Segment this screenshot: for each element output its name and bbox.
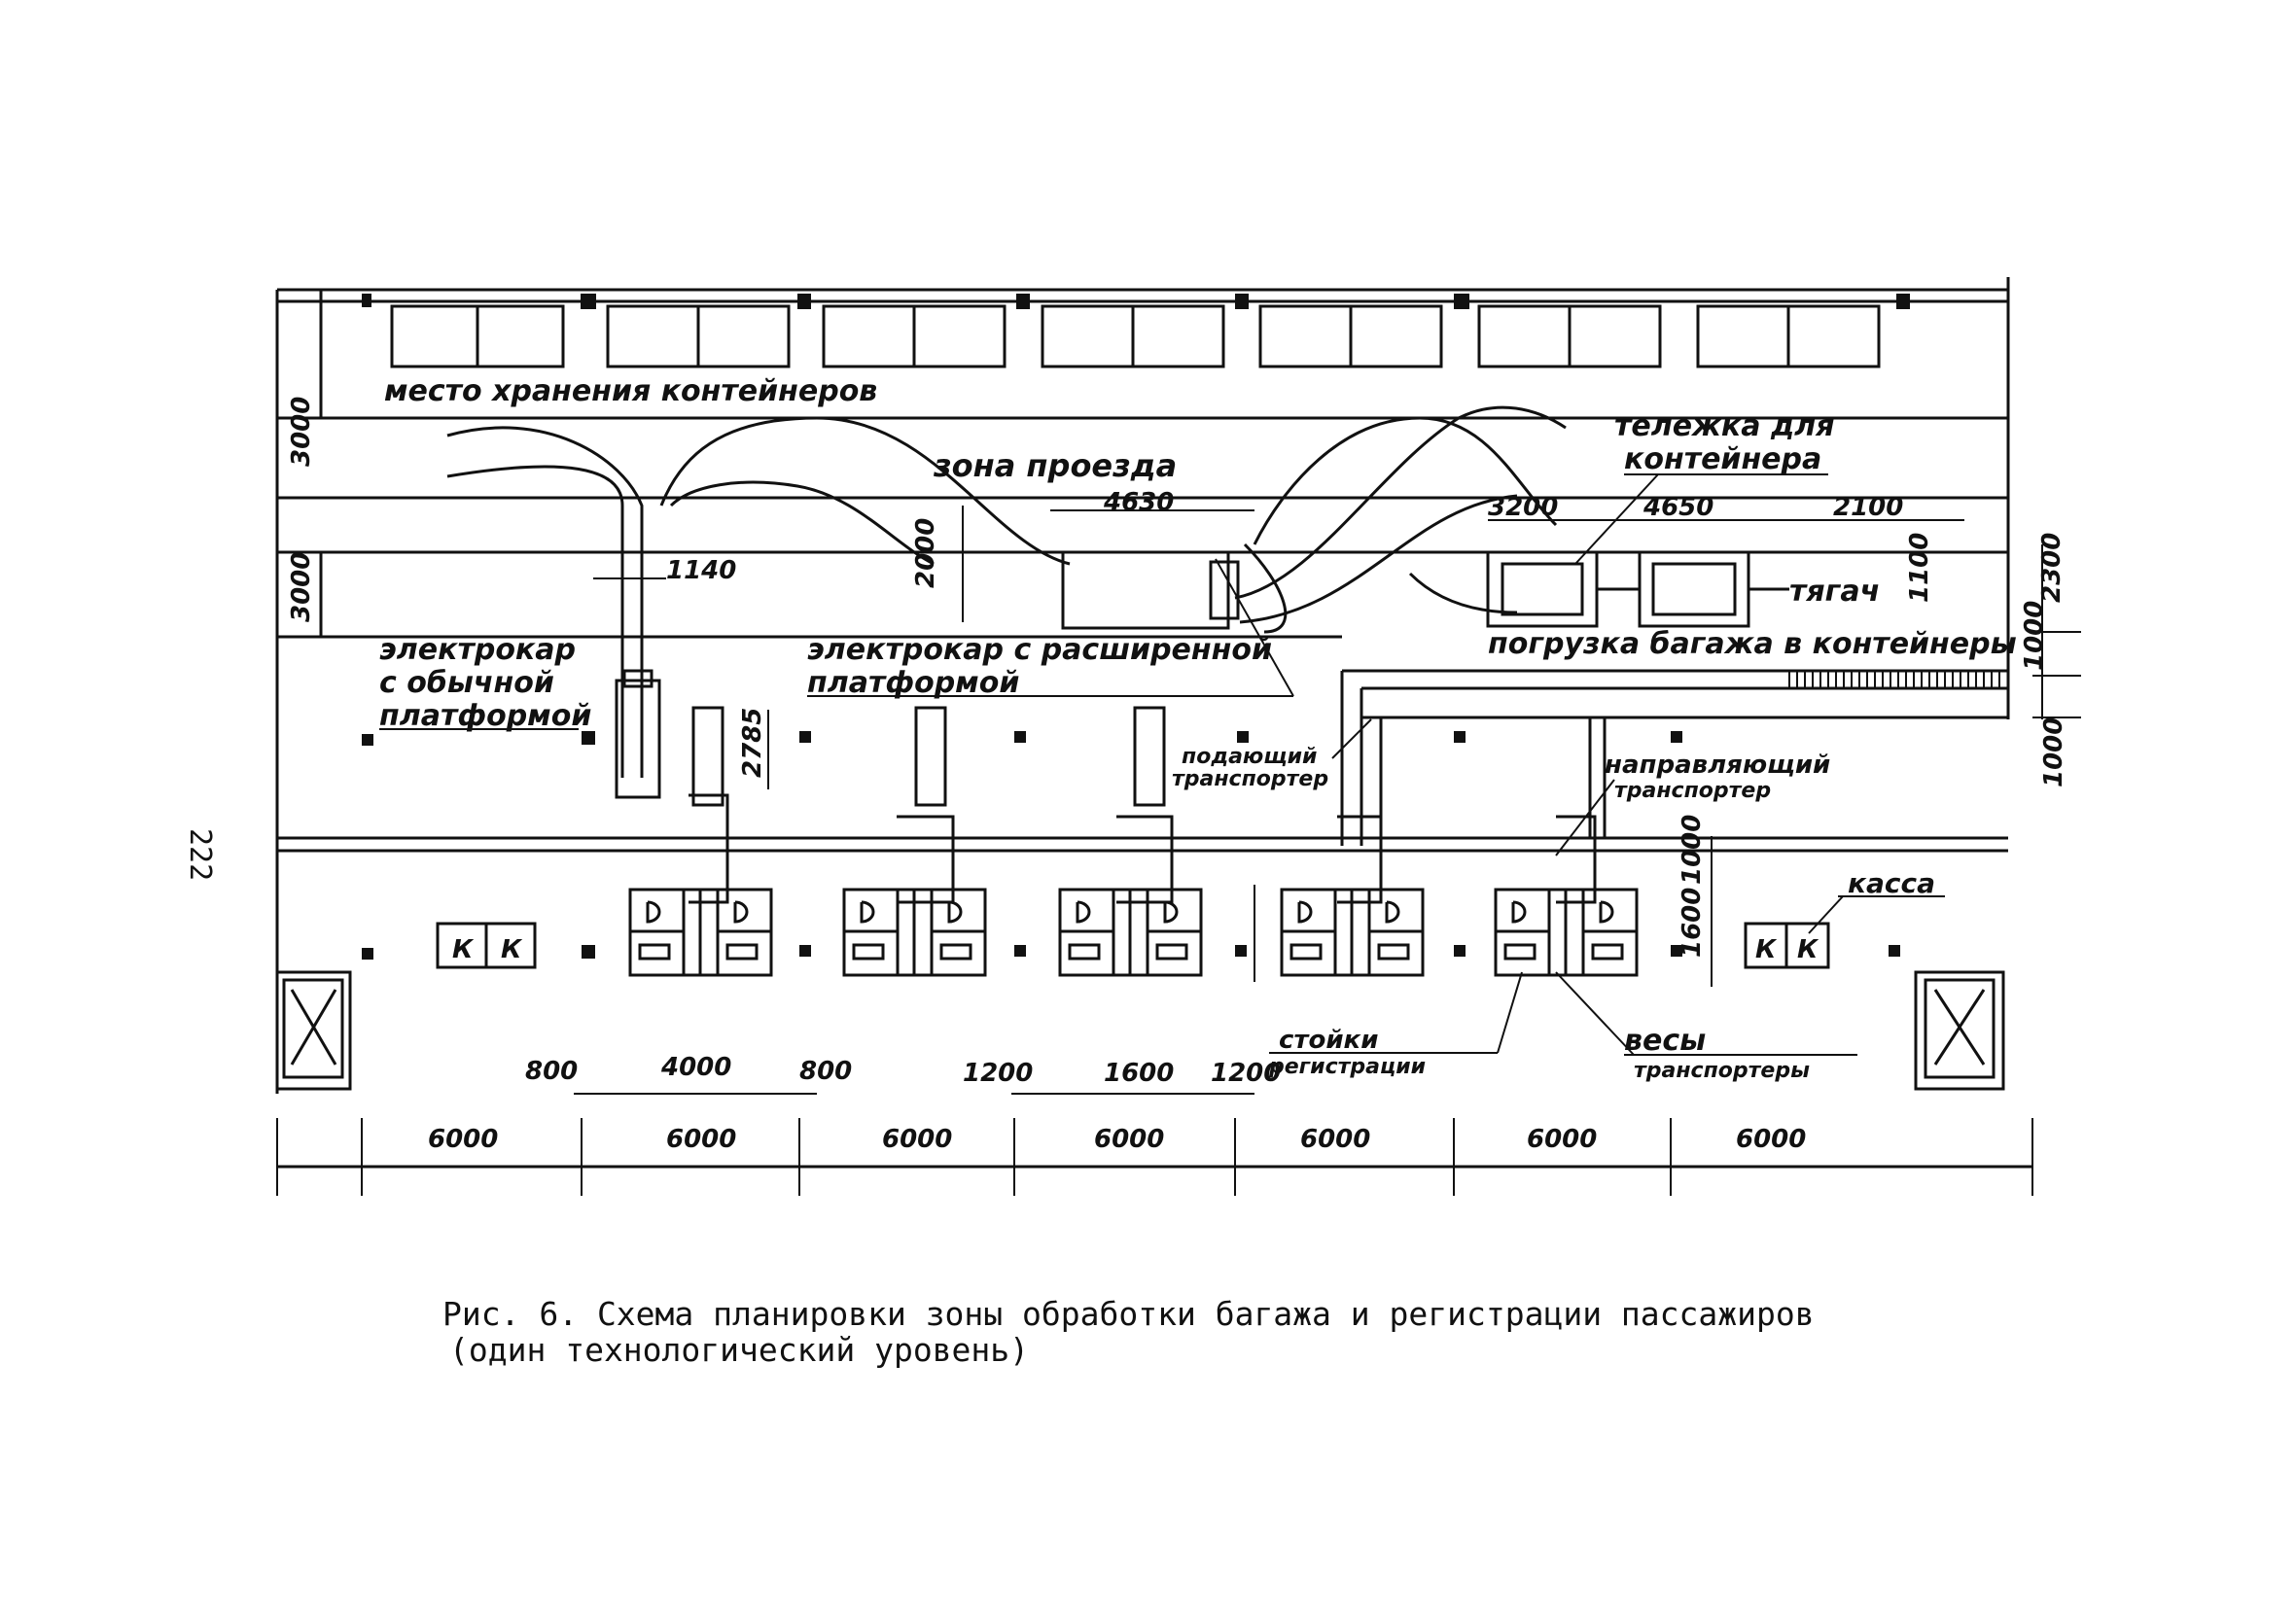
electrocar-normal xyxy=(615,669,661,799)
check-in-chutes xyxy=(689,706,1607,904)
svg-text:1200: 1200 xyxy=(963,1059,1033,1088)
svg-text:1600: 1600 xyxy=(1104,1059,1174,1088)
svg-text:2100: 2100 xyxy=(1833,493,1903,522)
svg-text:3000: 3000 xyxy=(287,397,316,467)
bay-dimension-label: 6000 xyxy=(1300,1125,1370,1154)
cart-label-1: тележка для xyxy=(1614,409,1834,443)
counter-group xyxy=(628,888,773,977)
bay-dimension-label: 6000 xyxy=(1527,1125,1597,1154)
guiding-label-1: направляющий xyxy=(1605,751,1830,780)
svg-text:К: К xyxy=(1755,935,1778,964)
loading-conveyor-rollers xyxy=(1788,671,2000,688)
cashier-booth-left: К К xyxy=(436,922,537,969)
svg-text:1000: 1000 xyxy=(2039,717,2068,787)
stair-core-left xyxy=(275,970,352,1091)
svg-text:К: К xyxy=(501,935,523,964)
svg-text:1000: 1000 xyxy=(1678,815,1707,885)
svg-text:1140: 1140 xyxy=(666,556,736,585)
loading-conveyor xyxy=(1340,669,2008,846)
svg-text:3000: 3000 xyxy=(287,552,316,622)
caption-line-1: Рис. 6. Схема планировки зоны обработки … xyxy=(442,1295,1815,1333)
counter-group xyxy=(1058,888,1203,977)
svg-text:3200: 3200 xyxy=(1488,493,1558,522)
check-in-counters xyxy=(628,888,1639,977)
drive-zone-label: зона проезда xyxy=(933,447,1177,484)
bay-dimension-label: 6000 xyxy=(1736,1125,1806,1154)
columns xyxy=(362,294,1910,960)
transporters-label: транспортеры xyxy=(1634,1059,1810,1083)
svg-text:800: 800 xyxy=(799,1057,852,1086)
feeding-label-2: транспортер xyxy=(1172,767,1328,791)
electrocar-wide xyxy=(1061,550,1240,630)
page-number: 222 xyxy=(183,828,217,881)
loading-label: погрузка багажа в контейнеры xyxy=(1488,627,2017,661)
svg-text:4650: 4650 xyxy=(1643,493,1713,522)
dimensions: 3000 3000 1140 2000 4630 3200 4650 2100 … xyxy=(287,397,2068,1088)
bay-ticks xyxy=(276,1118,2033,1196)
vehicle-paths xyxy=(446,405,1567,778)
bay-dimension-label: 6000 xyxy=(666,1125,736,1154)
electrocar-normal-label-3: платформой xyxy=(379,699,591,733)
building-outline xyxy=(275,277,2010,1094)
storage-containers xyxy=(390,304,1881,368)
svg-text:1600: 1600 xyxy=(1678,888,1707,958)
cart-label-2: контейнера xyxy=(1624,442,1821,476)
storage-label: место хранения контейнеров xyxy=(384,374,877,408)
electrocar-normal-label-1: электрокар xyxy=(379,633,576,667)
guiding-label-2: транспортер xyxy=(1614,779,1771,803)
svg-text:4630: 4630 xyxy=(1103,488,1174,517)
electrocar-wide-label-1: электрокар с расширенной xyxy=(807,633,1272,667)
stair-core-right xyxy=(1914,970,2005,1091)
svg-text:К: К xyxy=(1797,935,1819,964)
svg-text:1200: 1200 xyxy=(1211,1059,1281,1088)
svg-text:2785: 2785 xyxy=(738,708,767,778)
electrocar-normal-label-2: с обычной xyxy=(379,666,554,700)
svg-text:1000: 1000 xyxy=(2020,601,2049,671)
svg-text:4000: 4000 xyxy=(660,1053,731,1082)
dimension-lines xyxy=(574,506,2081,1095)
cashier-label: касса xyxy=(1848,867,1935,899)
bay-dimension-label: 6000 xyxy=(428,1125,498,1154)
bay-dimension-label: 6000 xyxy=(1094,1125,1164,1154)
cashier-booth-right: К К xyxy=(1744,922,1830,969)
bay-dimension-label: 6000 xyxy=(882,1125,952,1154)
electrocar-wide-label-2: платформой xyxy=(807,666,1019,700)
container-carts xyxy=(1486,550,1789,628)
svg-text:800: 800 xyxy=(525,1057,578,1086)
scales-label: весы xyxy=(1624,1024,1706,1058)
counters-label-2: регистрации xyxy=(1268,1055,1426,1079)
counters-label-1: стойки xyxy=(1279,1026,1378,1055)
caption-line-2: (один технологический уровень) xyxy=(449,1331,1029,1369)
svg-text:2000: 2000 xyxy=(911,518,940,588)
counter-group xyxy=(842,888,987,977)
counter-group xyxy=(1280,888,1425,977)
feeding-label-1: подающий xyxy=(1182,745,1317,769)
tractor-label: тягач xyxy=(1789,575,1880,609)
svg-text:К: К xyxy=(452,935,475,964)
counter-group xyxy=(1494,888,1639,977)
svg-text:1100: 1100 xyxy=(1905,533,1934,603)
bay-dimension-labels: 6000 6000 6000 6000 6000 6000 6000 xyxy=(428,1125,1806,1154)
